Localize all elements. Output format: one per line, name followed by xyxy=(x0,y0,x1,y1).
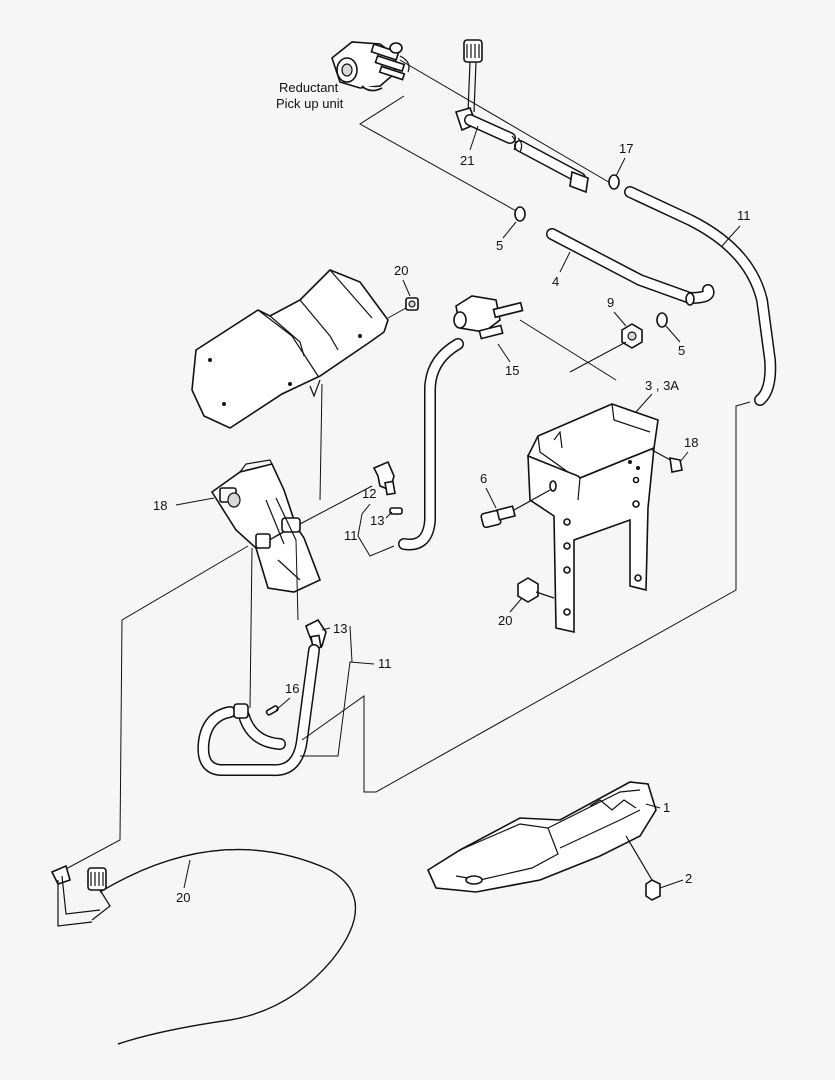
callout-8: 11 xyxy=(344,528,358,543)
hose-11-right xyxy=(624,186,777,406)
title-line-2: Pick up unit xyxy=(276,96,344,111)
callout-2: 2 xyxy=(685,871,692,886)
line-21 xyxy=(454,107,589,194)
callout-21: 21 xyxy=(460,153,474,168)
hose-valve-down xyxy=(398,338,464,551)
cover-plate xyxy=(191,269,389,429)
reductant-pickup-unit xyxy=(331,41,410,92)
title-line-1: Reductant xyxy=(279,80,339,95)
callout-13-lower: 16 xyxy=(285,681,299,696)
callout-13-top: 17 xyxy=(619,141,633,156)
callout-1: 1 xyxy=(663,800,670,815)
callout-11-top: 11 xyxy=(737,208,751,223)
pump-module-17 xyxy=(210,459,322,593)
bolt-2 xyxy=(625,835,661,901)
fitting-6 xyxy=(480,489,551,529)
valve-14 xyxy=(453,295,524,340)
callout-7: 9 xyxy=(607,295,614,310)
clip-10 xyxy=(389,507,403,515)
hose-4 xyxy=(546,228,715,306)
callout-15: 18 xyxy=(684,435,698,450)
callout-9: 12 xyxy=(362,486,376,501)
callout-17: 18 xyxy=(153,498,167,513)
nut-18 xyxy=(405,297,419,311)
harness-20 xyxy=(50,849,356,1045)
connector-sensor xyxy=(463,39,483,113)
hose-13-lower xyxy=(233,703,286,750)
callout-4: 4 xyxy=(552,274,559,289)
callout-16: 20 xyxy=(498,613,512,628)
callout-12: 13 xyxy=(333,621,347,636)
tray-1 xyxy=(426,781,657,893)
elbow-12 xyxy=(305,618,327,650)
callout-20: 20 xyxy=(176,890,190,905)
nut-7 xyxy=(621,323,643,349)
callout-11-lower: 11 xyxy=(378,656,392,671)
callout-6: 6 xyxy=(480,471,487,486)
callout-10: 13 xyxy=(370,513,384,528)
bolt-16 xyxy=(517,577,555,603)
hose-11-lower xyxy=(197,644,320,777)
callout-5-right: 5 xyxy=(678,343,685,358)
callout-14: 15 xyxy=(505,363,519,378)
callout-5-top: 5 xyxy=(496,238,503,253)
callout-3-3A: 3 , 3A xyxy=(645,378,679,393)
bolt-15 xyxy=(651,449,683,473)
callout-18: 20 xyxy=(394,263,408,278)
bracket-3 xyxy=(526,403,659,633)
elbow-9 xyxy=(372,460,396,496)
